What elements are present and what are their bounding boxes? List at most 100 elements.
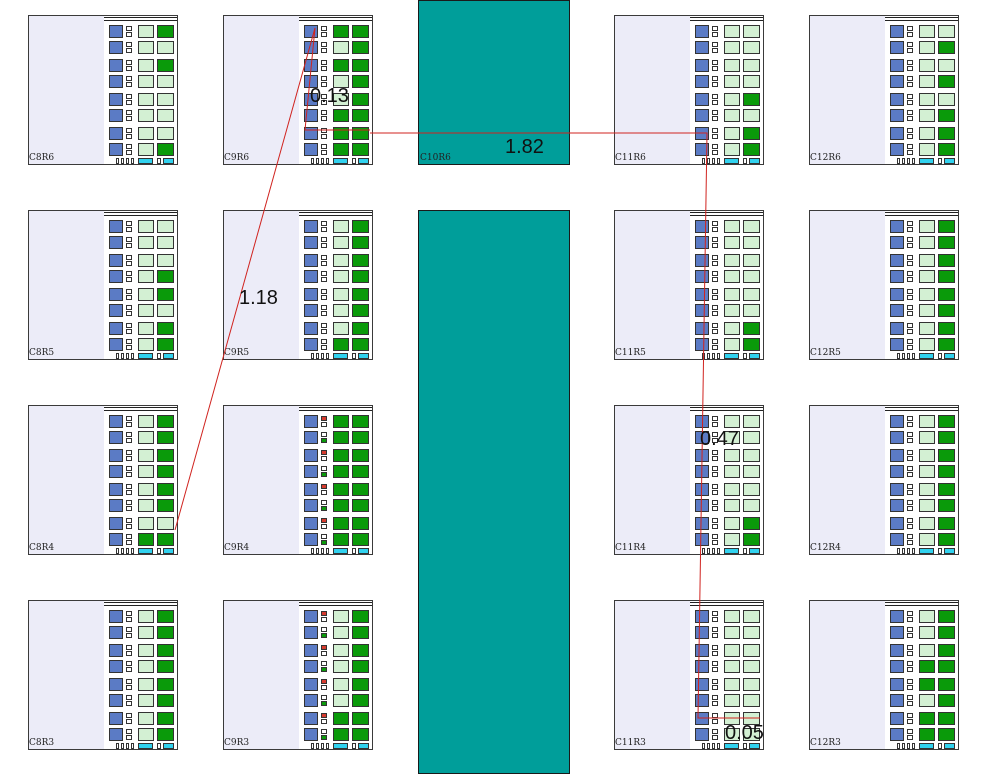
logic-cell-port xyxy=(321,540,327,545)
logic-cell-port xyxy=(321,438,327,443)
logic-cell-ff xyxy=(919,415,935,428)
logic-cell-lut xyxy=(890,626,904,639)
logic-cell-port xyxy=(321,695,327,700)
logic-cell-lut xyxy=(890,678,904,691)
logic-cell-lut xyxy=(304,660,318,673)
tile-C9R5[interactable]: C9R5 xyxy=(223,210,373,360)
io-port xyxy=(707,353,710,359)
logic-cell-ff xyxy=(352,127,369,140)
logic-cell-ff xyxy=(743,431,760,444)
logic-cell-ff xyxy=(743,626,760,639)
tile-pane xyxy=(224,211,299,359)
logic-cell-port xyxy=(712,60,718,65)
logic-cell-ff xyxy=(938,483,955,496)
logic-cell-port xyxy=(126,661,132,666)
tile-C11R6[interactable]: C11R6 xyxy=(614,15,764,165)
logic-cell-port xyxy=(321,713,327,718)
tile-header-line xyxy=(690,212,763,213)
logic-cell-ff xyxy=(157,41,174,54)
tile-C12R5[interactable]: C12R5 xyxy=(809,210,959,360)
io-port xyxy=(897,743,900,749)
logic-cell-ff xyxy=(743,220,760,233)
tile-C9R6[interactable]: C9R6 xyxy=(223,15,373,165)
io-port xyxy=(712,743,715,749)
tile-label: C12R5 xyxy=(810,348,841,358)
logic-cell-port xyxy=(907,633,913,638)
io-port xyxy=(163,743,174,749)
tile-C11R5[interactable]: C11R5 xyxy=(614,210,764,360)
logic-cell-ff xyxy=(157,483,174,496)
routing-channel-bottom xyxy=(418,210,570,774)
io-port xyxy=(333,158,348,164)
logic-cell-port xyxy=(907,422,913,427)
logic-cell-port xyxy=(907,500,913,505)
io-port xyxy=(321,353,324,359)
tile-C8R4[interactable]: C8R4 xyxy=(28,405,178,555)
tile-C12R4[interactable]: C12R4 xyxy=(809,405,959,555)
io-port xyxy=(311,743,314,749)
logic-cell-port xyxy=(126,116,132,121)
logic-cell-lut xyxy=(695,322,709,335)
logic-cell-port xyxy=(712,94,718,99)
delay-label-0-13: 0.13 xyxy=(310,85,349,107)
tile-C9R4[interactable]: C9R4 xyxy=(223,405,373,555)
logic-cell-ff xyxy=(938,322,955,335)
tile-header-line xyxy=(690,407,763,408)
logic-cell-ff xyxy=(157,415,174,428)
logic-cell-ff xyxy=(938,288,955,301)
logic-cell-ff xyxy=(938,533,955,546)
logic-cell-port xyxy=(321,289,327,294)
logic-cell-lut xyxy=(304,415,318,428)
logic-cell-lut xyxy=(304,220,318,233)
logic-cell-port xyxy=(126,506,132,511)
logic-cell-port xyxy=(712,82,718,87)
logic-cell-ff xyxy=(333,304,349,317)
logic-cell-ff xyxy=(157,728,174,741)
tile-C8R5[interactable]: C8R5 xyxy=(28,210,178,360)
logic-cell-port xyxy=(321,617,327,622)
logic-cell-lut xyxy=(890,694,904,707)
logic-cell-ff xyxy=(352,610,369,623)
logic-cell-lut xyxy=(890,644,904,657)
logic-cell-lut xyxy=(695,694,709,707)
logic-cell-port xyxy=(907,339,913,344)
tile-C12R3[interactable]: C12R3 xyxy=(809,600,959,750)
logic-cell-ff xyxy=(743,694,760,707)
logic-cell-ff xyxy=(157,338,174,351)
tile-C9R3[interactable]: C9R3 xyxy=(223,600,373,750)
logic-cell-ff xyxy=(138,660,154,673)
logic-cell-ff xyxy=(157,449,174,462)
logic-cell-port xyxy=(126,311,132,316)
logic-cell-ff xyxy=(138,322,154,335)
logic-cell-port xyxy=(907,227,913,232)
io-port xyxy=(121,353,124,359)
io-port xyxy=(333,353,348,359)
io-port xyxy=(712,353,715,359)
logic-cell-ff xyxy=(352,431,369,444)
logic-cell-port xyxy=(321,534,327,539)
logic-cell-port xyxy=(907,450,913,455)
logic-cell-ff xyxy=(352,254,369,267)
logic-cell-port xyxy=(712,735,718,740)
logic-cell-ff xyxy=(919,610,935,623)
io-port xyxy=(912,158,915,164)
logic-cell-lut xyxy=(695,127,709,140)
tile-C8R3[interactable]: C8R3 xyxy=(28,600,178,750)
logic-cell-port xyxy=(126,60,132,65)
logic-cell-port xyxy=(907,82,913,87)
logic-cell-port xyxy=(907,271,913,276)
logic-cell-port xyxy=(126,26,132,31)
tile-header-line xyxy=(299,212,372,213)
logic-cell-ff xyxy=(919,694,935,707)
tile-C11R4[interactable]: C11R4 xyxy=(614,405,764,555)
logic-cell-port xyxy=(321,60,327,65)
tile-C12R6[interactable]: C12R6 xyxy=(809,15,959,165)
logic-cell-port xyxy=(126,305,132,310)
logic-cell-lut xyxy=(890,415,904,428)
logic-cell-ff xyxy=(724,483,740,496)
tile-C8R6[interactable]: C8R6 xyxy=(28,15,178,165)
logic-cell-ff xyxy=(333,143,349,156)
io-port xyxy=(157,548,161,554)
logic-cell-ff xyxy=(333,449,349,462)
logic-cell-ff xyxy=(138,483,154,496)
